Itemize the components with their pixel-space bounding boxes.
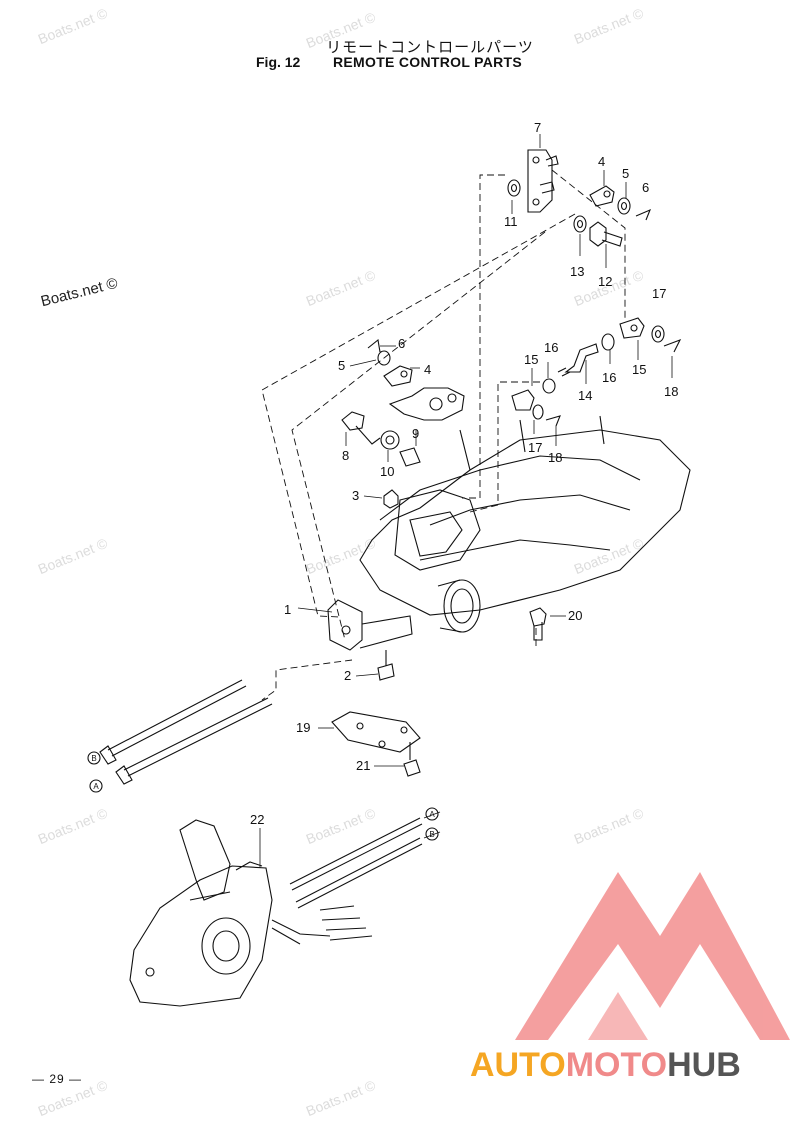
callout-15-left: 15 <box>524 352 538 367</box>
callout-1: 1 <box>284 602 291 617</box>
part-16-washer-left <box>542 378 556 394</box>
callout-18-right: 18 <box>664 384 678 399</box>
callout-8: 8 <box>342 448 349 463</box>
callout-12: 12 <box>598 274 612 289</box>
part-6-clip-left <box>367 338 381 353</box>
callout-6-upper: 6 <box>642 180 649 195</box>
cable-marker-b-lower-circle <box>425 827 439 841</box>
callout-15-right: 15 <box>632 362 646 377</box>
part-4-joint-upper <box>589 185 615 207</box>
callout-22: 22 <box>250 812 264 827</box>
part-15-joint-left <box>511 389 535 411</box>
part-20-bolt <box>529 607 547 641</box>
cable-marker-a: A <box>93 782 99 791</box>
part-10-collar <box>380 430 421 467</box>
cable-b-lower <box>295 837 423 909</box>
dashed-leader-lines <box>261 169 626 701</box>
callout-14: 14 <box>578 388 592 403</box>
cable-a-upper <box>115 697 273 785</box>
part-1-bracket <box>327 599 413 651</box>
part-14-rod <box>557 343 599 377</box>
main-frame <box>359 415 691 616</box>
part-15-joint-right <box>619 317 645 339</box>
part-7-bracket <box>527 149 559 213</box>
part-8-pin <box>341 411 381 445</box>
part-18-clip-right <box>663 338 682 353</box>
cable-marker-a-circle <box>89 779 103 793</box>
cylinder-boss <box>437 579 481 633</box>
callout-16-right: 16 <box>602 370 616 385</box>
callout-5-left: 5 <box>338 358 345 373</box>
callout-17-upper: 17 <box>652 286 666 301</box>
callout-21: 21 <box>356 758 370 773</box>
callout-9: 9 <box>412 426 419 441</box>
wire-harness <box>319 905 373 941</box>
callout-20: 20 <box>568 608 582 623</box>
callout-numbers: 7 4 5 6 11 13 12 17 16 15 16 15 14 18 17… <box>250 120 678 827</box>
logo-triangle-icon <box>515 872 790 1040</box>
callout-17-left: 17 <box>528 440 542 455</box>
figure-title: REMOTE CONTROL PARTS <box>333 54 523 70</box>
part-3-nut <box>383 489 399 509</box>
part-6-clip-upper <box>635 208 652 221</box>
part-12-bolt <box>589 221 623 247</box>
cable-marker-a-lower: A <box>429 810 435 819</box>
part-17-washer-left <box>532 404 544 420</box>
figure-label: Fig. 12 <box>256 54 301 70</box>
callout-10: 10 <box>380 464 394 479</box>
part-19-plate <box>331 711 421 753</box>
cable-b-upper <box>99 679 247 765</box>
callout-11: 11 <box>504 214 518 229</box>
part-washer-right <box>651 325 665 343</box>
callout-2: 2 <box>344 668 351 683</box>
part-5-washer-upper <box>617 197 631 215</box>
part-22-remote-control-box <box>129 819 331 1007</box>
callout-18-left: 18 <box>548 450 562 465</box>
cable-marker-b-lower: B <box>429 830 434 839</box>
logo-part-hub: HUB <box>667 1046 741 1084</box>
callout-5-upper: 5 <box>622 166 629 181</box>
part-4-joint-left <box>383 365 413 387</box>
japanese-title: リモートコントロールパーツ <box>326 38 534 56</box>
callout-6-left: 6 <box>398 336 405 351</box>
logo-part-auto: AUTO <box>470 1046 566 1084</box>
cable-marker-a-lower-circle <box>425 807 439 821</box>
callout-4-upper: 4 <box>598 154 605 169</box>
number-leaders <box>259 134 673 868</box>
part-2-bolt <box>377 663 395 681</box>
cable-a-lower <box>289 817 423 891</box>
part-18-clip-left <box>545 415 561 427</box>
logo-part-moto: MOTO <box>565 1046 668 1084</box>
part-9-lever <box>388 387 465 421</box>
callout-7: 7 <box>534 120 541 135</box>
callout-19: 19 <box>296 720 310 735</box>
part-13-washer <box>573 215 587 233</box>
callout-4-left: 4 <box>424 362 431 377</box>
cable-marker-b: B <box>91 754 96 763</box>
callout-13: 13 <box>570 264 584 279</box>
part-21-nut <box>403 759 421 777</box>
page-number: — 29 — <box>32 1072 83 1086</box>
brand-logo: AUTOMOTOHUB <box>470 1046 741 1085</box>
callout-16-left: 16 <box>544 340 558 355</box>
cable-marker-b-circle <box>87 751 101 765</box>
part-16-washer-right <box>601 333 615 351</box>
callout-3: 3 <box>352 488 359 503</box>
part-5-washer-left <box>377 350 391 366</box>
part-11-washer <box>507 179 521 197</box>
